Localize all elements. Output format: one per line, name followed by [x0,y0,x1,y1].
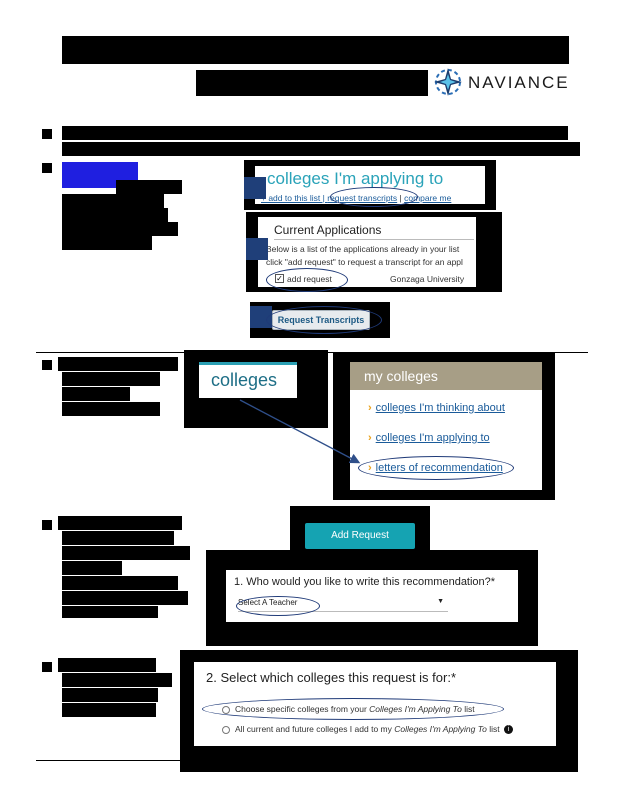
panel1-marker [244,177,266,199]
option2-prefix: All current and future colleges I add to… [235,724,395,734]
radio-all[interactable] [222,725,230,734]
chevron-right-icon: › [368,402,372,414]
colleges-applying-to-link[interactable]: ›colleges I'm applying to [368,432,490,444]
step4-text-redacted-3 [62,546,190,560]
step2-text-redacted-4 [62,222,178,236]
step4-bullet [42,520,52,530]
info-icon[interactable]: i [504,725,514,735]
step3-text-redacted-2 [62,372,160,386]
step4-text-redacted-5 [62,576,178,590]
specific-colleges-highlight [202,698,504,720]
option2-italic: Colleges I'm Applying To [394,724,487,734]
add-request-button[interactable]: Add Request [305,523,415,549]
step2-text-redacted-2 [62,194,164,208]
colleges-tab[interactable]: colleges [199,362,297,398]
step2-bullet [42,163,52,173]
panel2-divider [274,239,474,240]
panel2-line1: Below is a list of the applications alre… [266,244,460,254]
step2-text-redacted [116,180,182,194]
panel2-college: Gonzaga University [390,274,465,284]
step4-text-redacted-4 [62,561,122,575]
bottom-divider [36,760,182,761]
teacher-select-highlight [236,596,320,616]
colleges-thinking-about-link[interactable]: ›colleges I'm thinking about [368,402,505,414]
recommendation-question: 1. Who would you like to write this reco… [234,576,496,588]
add-to-list-link[interactable]: + add to this list | [261,193,328,203]
my-colleges-header: my colleges [350,362,542,390]
option-all-colleges[interactable]: All current and future colleges I add to… [222,724,514,735]
step5-bullet [42,662,52,672]
step2-text-redacted-5 [62,236,152,250]
title-bar-redacted [62,36,569,64]
compass-star-icon [434,68,462,96]
step3-text-redacted-3 [62,387,130,401]
panel2-marker [246,238,268,260]
step4-text-redacted-7 [62,606,158,618]
compare-me-link[interactable]: compare me [404,193,452,203]
request-transcripts-button-highlight [266,306,382,334]
step3-text-redacted-4 [62,402,160,416]
step1-text-redacted-2 [62,142,580,156]
step5-text-redacted-4 [62,703,156,717]
step4-text-redacted-2 [62,531,174,545]
colleges-request-question: 2. Select which colleges this request is… [206,670,457,685]
add-request-highlight [266,268,348,292]
naviance-logo: NAVIANCE [432,66,572,100]
caret-down-icon: ▼ [437,598,444,605]
panel2-line2: click "add request" to request a transcr… [266,257,463,267]
request-transcripts-highlight [330,187,418,207]
step4-text-redacted [58,516,182,530]
panel1-title: colleges I'm applying to [267,169,444,188]
step4-text-redacted-6 [62,591,188,605]
option2-suffix: list [486,724,500,734]
step5-text-redacted-3 [62,688,158,702]
step2-text-redacted-3 [62,208,168,222]
step5-text-redacted-2 [62,673,172,687]
naviance-wordmark: NAVIANCE [468,73,570,92]
panel2-title: Current Applications [274,223,382,237]
step3-text-redacted [58,357,178,371]
letters-of-recommendation-highlight [358,456,514,480]
step3-bullet [42,360,52,370]
chevron-right-icon: › [368,432,372,444]
subtitle-bar-redacted [196,70,428,96]
step1-text-redacted [62,126,568,140]
step5-text-redacted [58,658,156,672]
step1-bullet [42,129,52,139]
